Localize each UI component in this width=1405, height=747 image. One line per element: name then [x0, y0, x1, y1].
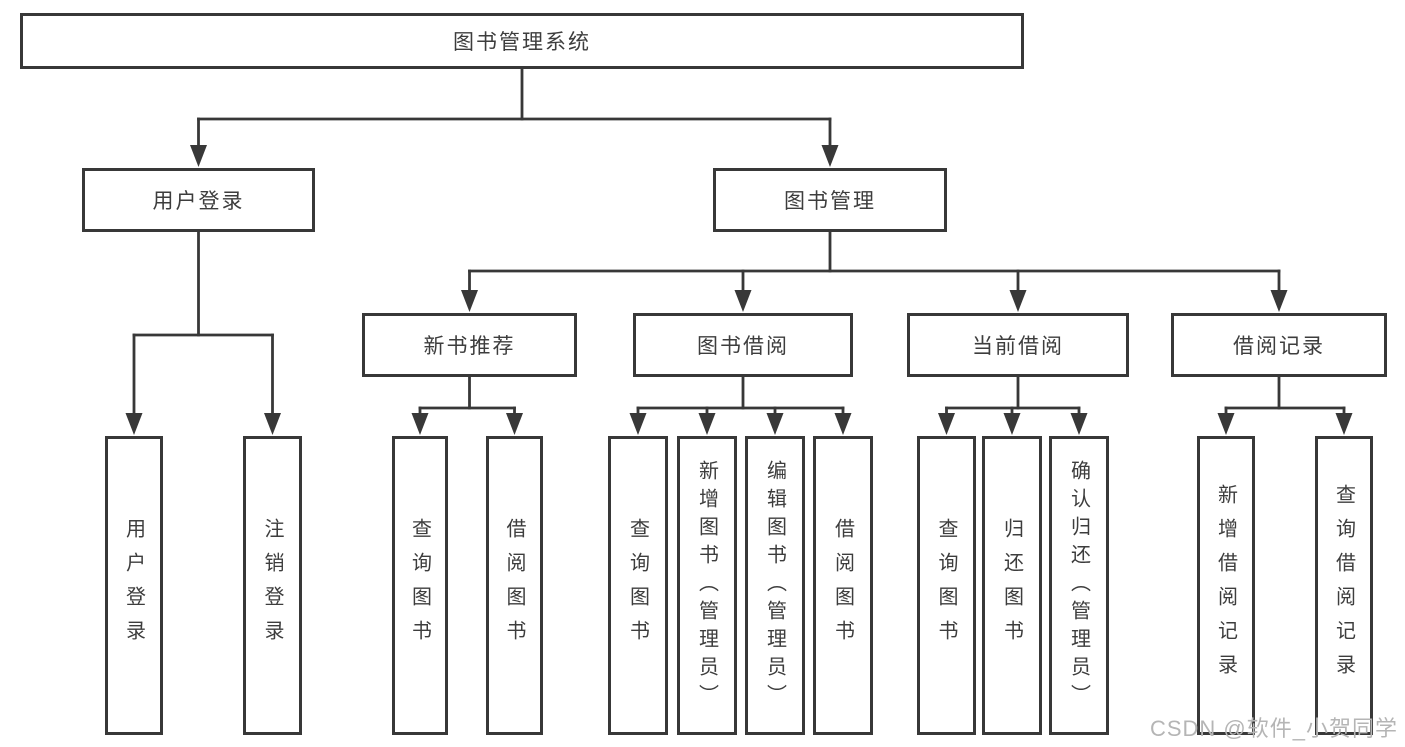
node-leaf-query-books-current: 查询图书 [917, 436, 976, 735]
node-label: 图书借阅 [697, 335, 789, 358]
node-label: 用户登录 [152, 190, 245, 213]
node-label: 图书管理系统 [453, 31, 591, 54]
node-label: 图书管理 [784, 190, 876, 213]
node-label: 确认归还（管理员） [1067, 459, 1090, 712]
node-leaf-add-borrow-record: 新增借阅记录 [1197, 436, 1255, 735]
node-label: 借阅图书 [831, 517, 854, 654]
node-borrow-records: 借阅记录 [1171, 313, 1387, 377]
node-label: 新增图书（管理员） [695, 459, 718, 712]
node-leaf-return-books: 归还图书 [982, 436, 1042, 735]
node-book-borrow: 图书借阅 [633, 313, 853, 377]
node-label: 查询图书 [626, 517, 649, 654]
node-label: 当前借阅 [972, 335, 1064, 358]
node-current-borrow: 当前借阅 [907, 313, 1129, 377]
node-leaf-edit-books-admin: 编辑图书（管理员） [745, 436, 805, 735]
node-leaf-query-borrow-record: 查询借阅记录 [1315, 436, 1373, 735]
node-label: 归还图书 [1000, 517, 1023, 654]
node-label: 用户登录 [122, 517, 145, 654]
watermark: CSDN @软件_小贺同学 [1149, 716, 1398, 741]
node-system-root: 图书管理系统 [20, 13, 1024, 69]
node-label: 查询借阅记录 [1332, 483, 1355, 688]
node-leaf-borrow-books: 借阅图书 [813, 436, 873, 735]
node-user-login: 用户登录 [82, 168, 315, 232]
node-new-book-recommend: 新书推荐 [362, 313, 577, 377]
node-leaf-query-books-rec: 查询图书 [392, 436, 448, 735]
node-leaf-logout: 注销登录 [243, 436, 302, 735]
node-book-management: 图书管理 [713, 168, 947, 232]
node-label: 注销登录 [261, 517, 283, 654]
node-label: 编辑图书（管理员） [763, 459, 786, 712]
node-label: 查询图书 [408, 517, 431, 654]
node-leaf-confirm-return-admin: 确认归还（管理员） [1049, 436, 1109, 735]
node-leaf-borrow-books-rec: 借阅图书 [486, 436, 543, 735]
node-label: 新增借阅记录 [1214, 483, 1237, 688]
node-label: 借阅记录 [1233, 335, 1325, 358]
node-leaf-user-login: 用户登录 [105, 436, 163, 735]
node-leaf-query-books-borrow: 查询图书 [608, 436, 668, 735]
node-label: 借阅图书 [503, 517, 525, 654]
node-label: 查询图书 [935, 517, 957, 654]
node-leaf-add-books-admin: 新增图书（管理员） [677, 436, 737, 735]
node-label: 新书推荐 [423, 335, 516, 358]
